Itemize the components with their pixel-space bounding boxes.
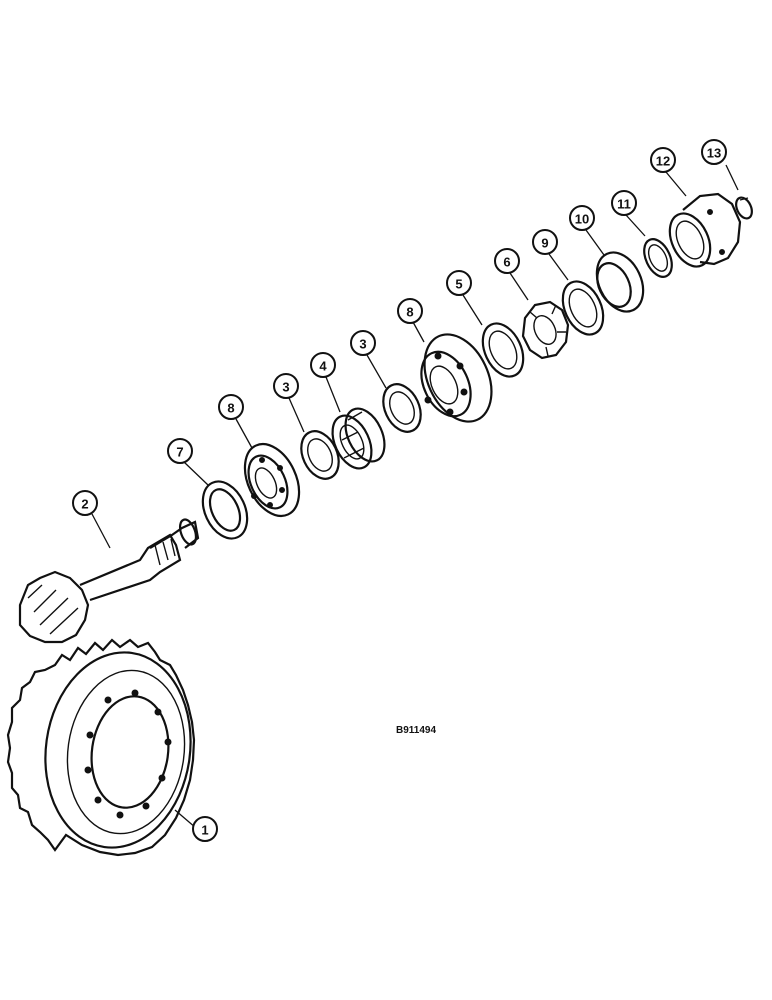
ring-9-part: [561, 280, 605, 336]
ring-7-part: [201, 480, 249, 540]
callout-7: 7: [167, 438, 193, 464]
svg-text:4: 4: [319, 359, 327, 374]
slotted-nut-6-part: [521, 300, 570, 360]
callout-10: 10: [569, 205, 595, 231]
leader-10: [585, 229, 605, 256]
collar-4-part: [331, 407, 386, 470]
ring-gear-part: [6, 638, 196, 857]
bearing-8b-part: [420, 333, 493, 423]
leader-7: [183, 461, 209, 486]
callout-5: 5: [446, 270, 472, 296]
seal-10-part: [595, 251, 645, 313]
leader-1: [174, 809, 197, 829]
leader-4: [325, 376, 341, 413]
svg-text:2: 2: [81, 497, 88, 512]
callout-13: 13: [701, 139, 727, 165]
leader-3b: [366, 354, 387, 389]
callout-6: 6: [494, 248, 520, 274]
callout-1: 1: [192, 816, 218, 842]
callout-8a: 8: [218, 394, 244, 420]
callout-4: 4: [310, 352, 336, 378]
leader-11: [625, 214, 646, 237]
callout-11: 11: [611, 190, 637, 216]
svg-text:3: 3: [282, 380, 289, 395]
callout-2: 2: [72, 490, 98, 516]
leader-6: [509, 272, 529, 301]
clip-13-part: [735, 196, 753, 220]
washer-3b-part: [382, 383, 422, 433]
svg-text:8: 8: [227, 401, 234, 416]
svg-text:3: 3: [359, 337, 366, 352]
callout-12: 12: [650, 147, 676, 173]
svg-text:8: 8: [406, 305, 413, 320]
svg-text:10: 10: [575, 212, 589, 227]
leader-8a: [235, 418, 253, 449]
svg-text:9: 9: [541, 236, 548, 251]
leader-lines: [91, 164, 739, 829]
leader-12: [665, 171, 687, 197]
leader-5: [462, 294, 483, 326]
housing-12-part: [668, 192, 742, 268]
callout-8b: 8: [397, 298, 423, 324]
leader-13: [725, 164, 739, 191]
svg-text:1: 1: [201, 823, 208, 838]
svg-text:6: 6: [503, 255, 510, 270]
o-ring-11-part: [643, 238, 673, 278]
washer-3a-part: [300, 430, 340, 480]
reference-code: B911494: [396, 725, 436, 736]
leader-9: [548, 253, 569, 281]
svg-text:11: 11: [617, 197, 631, 212]
leader-2: [91, 513, 111, 549]
svg-text:13: 13: [707, 146, 721, 161]
callout-3a: 3: [273, 373, 299, 399]
leader-3a: [288, 397, 305, 433]
svg-text:7: 7: [176, 445, 183, 460]
pinion-shaft-part: [18, 518, 200, 644]
svg-text:12: 12: [656, 154, 670, 169]
callout-3b: 3: [350, 330, 376, 356]
bearing-8a-part: [243, 442, 301, 518]
snap-ring-5-part: [481, 322, 525, 378]
svg-text:5: 5: [455, 277, 462, 292]
leader-8b: [412, 321, 425, 343]
callout-9: 9: [532, 229, 558, 255]
